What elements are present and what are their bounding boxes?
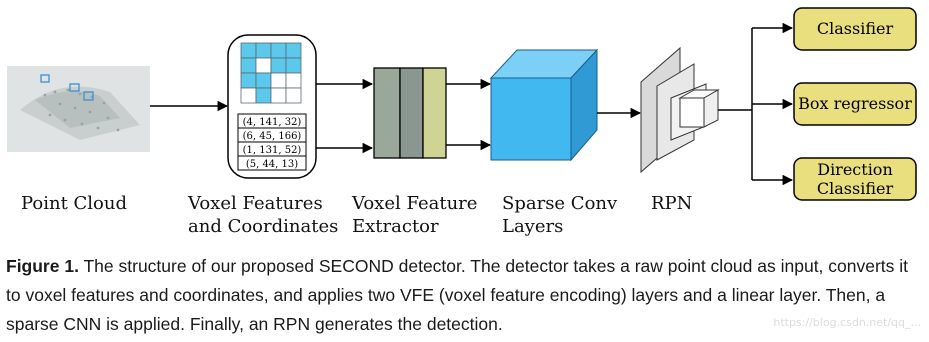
figure-caption: Figure 1. The structure of our proposed …	[6, 252, 926, 339]
stage-label-vfe-line2: Extractor	[352, 216, 439, 237]
voxel-cell	[270, 72, 287, 89]
coordinate-text: (4, 141, 32)	[243, 117, 302, 128]
stage-label-voxel-features: Voxel Features and Coordinates	[188, 192, 338, 238]
stage-label-rpn: RPN	[651, 192, 692, 215]
voxel-cell	[255, 72, 272, 89]
voxel-cell	[285, 57, 302, 74]
coordinate-cell	[237, 155, 307, 171]
voxel-cell	[240, 72, 257, 89]
voxel-cell	[255, 42, 272, 59]
voxel-cell	[270, 87, 287, 104]
stage-label-rpn-line1: RPN	[651, 193, 693, 214]
head-classifier-label: Classifier	[817, 19, 894, 38]
head-box-regressor: Box regressor	[793, 82, 917, 126]
rpn-block	[640, 46, 720, 174]
stage-label-sparse-conv-line1: Sparse Conv	[502, 193, 618, 214]
figure-label: Figure 1.	[6, 256, 79, 276]
stage-label-sparse-conv: Sparse Conv Layers	[502, 192, 617, 238]
head-classifier: Classifier	[793, 7, 917, 51]
stage-label-point-cloud-line1: Point Cloud	[21, 193, 128, 214]
coordinate-text: (1, 131, 52)	[243, 145, 302, 156]
head-direction-label-line2: Classifier	[817, 179, 894, 198]
stage-label-voxel-feature-extractor: Voxel Feature Extractor	[352, 192, 477, 238]
coordinate-list: (4, 141, 32) (6, 45, 166) (1, 131, 52) (5, …	[237, 113, 307, 171]
stage-label-vfe-line1: Voxel Feature	[352, 193, 478, 214]
voxel-cell	[240, 42, 257, 59]
head-direction-classifier: Direction Classifier	[793, 157, 917, 201]
coordinate-text: (5, 44, 13)	[246, 159, 298, 170]
stage-label-point-cloud: Point Cloud	[21, 192, 127, 215]
voxel-grid	[240, 42, 302, 104]
point-cloud-image	[7, 66, 150, 152]
stage-label-voxel-features-line2: and Coordinates	[188, 216, 339, 237]
voxel-cell	[255, 87, 272, 104]
sparse-conv-cube	[489, 48, 599, 162]
voxel-cell	[270, 57, 287, 74]
figure-caption-text: The structure of our proposed SECOND det…	[6, 256, 909, 334]
watermark: https://blog.csdn.net/qq_...	[773, 316, 921, 329]
stage-label-voxel-features-line1: Voxel Features	[188, 193, 323, 214]
head-box-regressor-label: Box regressor	[798, 94, 912, 113]
head-direction-label-line1: Direction	[817, 160, 893, 179]
architecture-diagram: (4, 141, 32) (6, 45, 166) (1, 131, 52) (5, …	[7, 7, 917, 201]
coordinate-text: (6, 45, 166)	[243, 131, 302, 142]
voxel-feature-extractor	[373, 67, 447, 159]
voxel-cell	[285, 42, 302, 59]
voxel-cell	[285, 72, 302, 89]
voxel-cell	[240, 87, 257, 104]
stage-label-sparse-conv-line2: Layers	[502, 216, 564, 237]
voxel-cell	[255, 57, 272, 74]
voxel-cell	[270, 42, 287, 59]
voxel-features-panel: (4, 141, 32) (6, 45, 166) (1, 131, 52) (5, …	[227, 34, 317, 179]
voxel-cell	[240, 57, 257, 74]
voxel-cell	[285, 87, 302, 104]
